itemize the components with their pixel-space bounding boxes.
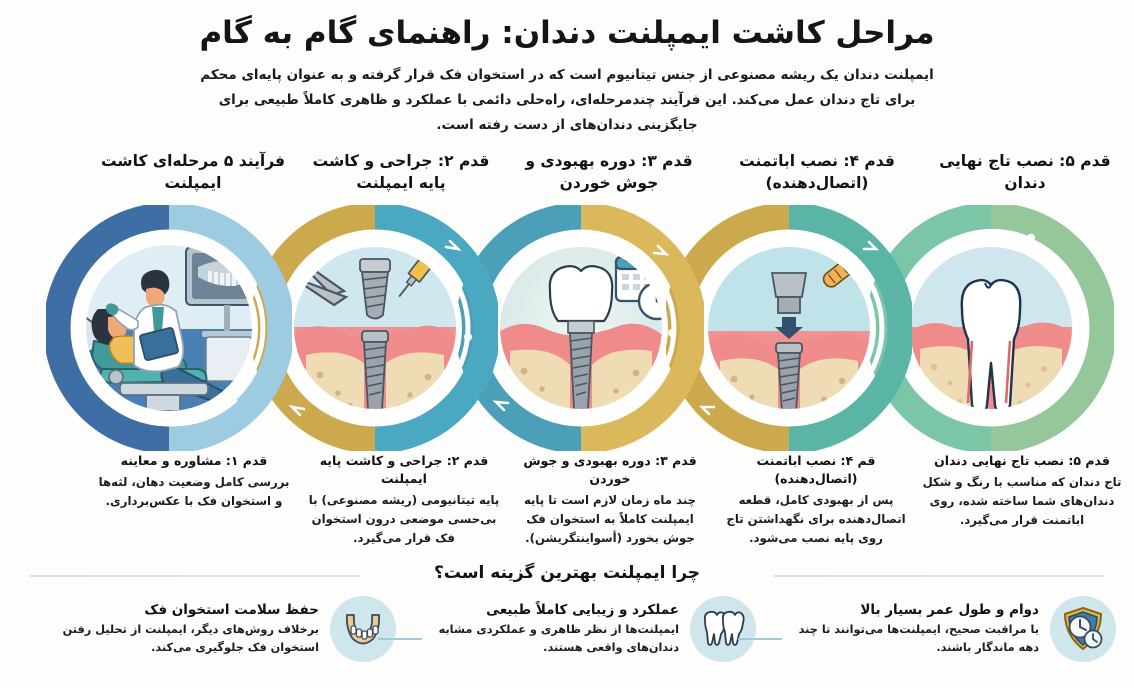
step-circle-1 — [46, 205, 292, 451]
step-circle-4 — [666, 205, 912, 451]
step-headers: فرآیند ۵ مرحله‌ای کاشت ایمپلنت قدم ۲: جر… — [0, 148, 1134, 208]
benefit-body-2: ایمپلنت‌ها از نظر ظاهری و عملکردی مشابه … — [438, 623, 679, 654]
header: مراحل کاشت ایمپلنت دندان: راهنمای گام به… — [0, 14, 1134, 138]
step-caption-body-3: چند ماه زمان لازم است تا پایه ایمپلنت کا… — [523, 493, 697, 546]
step-caption-body-5: تاج دندان که مناسب با رنگ و شکل دندان‌ها… — [922, 475, 1122, 528]
jaw-bone-icon — [330, 596, 396, 662]
circle-illustration-5 — [907, 244, 1075, 412]
benefit-title-1: حفظ سلامت استخوان فک — [144, 602, 319, 618]
step-caption-2: قدم ۲: جراحی و کاشت پایه ایمپلنت پایه تی… — [304, 452, 504, 548]
step-caption-body-2: پایه تیتانیومی (ریشه مصنوعی) با بی‌حسی م… — [308, 493, 500, 546]
why-section: چرا ایمپلنت بهترین گزینه است؟ — [0, 563, 1134, 588]
step-caption-body-4: پس از بهبودی کامل، قطعه اتصال‌دهنده برای… — [726, 493, 906, 546]
shield-clock-icon — [1050, 596, 1116, 662]
benefit-separator-2 — [738, 638, 782, 640]
divider-right — [774, 575, 1104, 577]
step-caption-3: قدم ۳: دوره بهبودی و جوش خوردن چند ماه ز… — [510, 452, 710, 548]
step-header-4: قدم ۴: نصب اباتمنت (اتصال‌دهنده) — [739, 152, 895, 192]
step-caption-title-3: قدم ۳: دوره بهبودی و جوش خوردن — [523, 453, 697, 487]
benefit-text-1: حفظ سلامت استخوان فک برخلاف روش‌های دیگر… — [56, 602, 319, 656]
benefit-item-1: حفظ سلامت استخوان فک برخلاف روش‌های دیگر… — [56, 596, 396, 662]
step-header-1: فرآیند ۵ مرحله‌ای کاشت ایمپلنت — [100, 152, 285, 192]
page-title: مراحل کاشت ایمپلنت دندان: راهنمای گام به… — [199, 15, 935, 51]
benefit-item-2: عملکرد و زیبایی کاملاً طبیعی ایمپلنت‌ها … — [416, 596, 756, 662]
step-caption-title-2: قدم ۲: جراحی و کاشت پایه ایمپلنت — [319, 453, 489, 487]
step-captions: قدم ۱: مشاوره و معاینه بررسی کامل وضعیت … — [0, 452, 1134, 557]
benefit-title-2: عملکرد و زیبایی کاملاً طبیعی — [486, 602, 679, 618]
step-caption-title-1: قدم ۱: مشاوره و معاینه — [120, 453, 268, 468]
step-header-5: قدم ۵: نصب تاج نهایی دندان — [939, 152, 1111, 192]
divider-left — [30, 575, 360, 577]
step-circle-2 — [252, 205, 498, 451]
why-title: چرا ایمپلنت بهترین گزینه است؟ — [433, 563, 701, 583]
benefit-text-3: دوام و طول عمر بسیار بالا با مراقبت صحیح… — [776, 602, 1039, 656]
benefit-body-1: برخلاف روش‌های دیگر، ایمپلنت از تحلیل رف… — [62, 623, 319, 654]
step-caption-4: قم ۴: نصب اباتمنت (اتصال‌دهنده) پس از به… — [716, 452, 916, 548]
benefit-text-2: عملکرد و زیبایی کاملاً طبیعی ایمپلنت‌ها … — [416, 602, 679, 656]
step-header-3: قدم ۳: دوره بهبودی و جوش خوردن — [525, 152, 693, 192]
two-teeth-icon — [690, 596, 756, 662]
page-subtitle: ایمپلنت دندان یک ریشه مصنوعی از جنس تیتا… — [200, 66, 934, 133]
benefit-separator-1 — [378, 638, 422, 640]
ring-arc-1 — [46, 205, 292, 451]
circle-illustration-3 — [497, 244, 665, 412]
circle-illustration-1 — [83, 242, 255, 414]
benefits-row: حفظ سلامت استخوان فک برخلاف روش‌های دیگر… — [0, 596, 1134, 688]
benefit-body-3: با مراقبت صحیح، ایمپلنت‌ها می‌توانند تا … — [798, 623, 1039, 654]
circle-illustration-4 — [705, 244, 873, 412]
step-caption-title-5: قدم ۵: نصب تاج نهایی دندان — [934, 453, 1110, 468]
step-header-2: قدم ۲: جراحی و کاشت پایه ایمپلنت — [312, 152, 490, 192]
step-circle-3 — [458, 205, 704, 451]
step-caption-1: قدم ۱: مشاوره و معاینه بررسی کامل وضعیت … — [94, 452, 294, 511]
benefit-title-3: دوام و طول عمر بسیار بالا — [860, 602, 1039, 618]
step-circles — [0, 205, 1134, 451]
why-divider-row: چرا ایمپلنت بهترین گزینه است؟ — [0, 563, 1134, 588]
step-caption-body-1: بررسی کامل وضعیت دهان، لثه‌ها و استخوان … — [98, 475, 290, 509]
step-caption-title-4: قم ۴: نصب اباتمنت (اتصال‌دهنده) — [756, 453, 876, 487]
benefit-item-3: دوام و طول عمر بسیار بالا با مراقبت صحیح… — [776, 596, 1116, 662]
step-caption-5: قدم ۵: نصب تاج نهایی دندان تاج دندان که … — [922, 452, 1122, 530]
step-circle-5 — [868, 205, 1114, 451]
